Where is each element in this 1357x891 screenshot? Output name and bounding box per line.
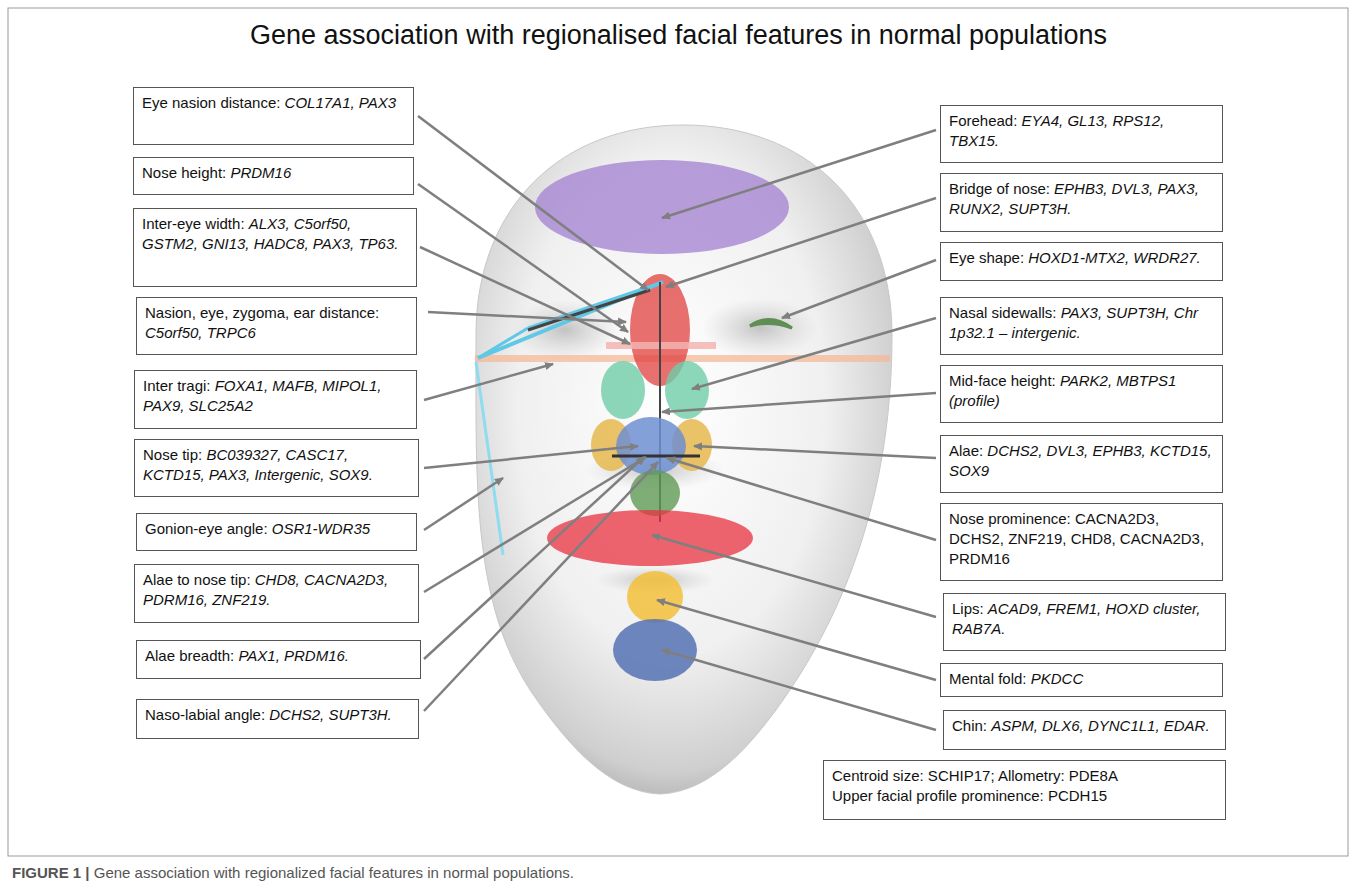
figure-caption: FIGURE 1 | Gene association with regiona… [12, 864, 574, 881]
gene-label: Centroid size: SCHIP17; Allometry: PDE8A [832, 766, 1217, 786]
gene-label: Alae to nose tip: CHD8, CACNA2D3, PDRM16… [143, 570, 410, 610]
gene-label: Inter-eye width: ALX3, C5orf50, GSTM2, G… [142, 214, 408, 254]
gene-label: Inter tragi: FOXA1, MAFB, MIPOL1, PAX9, … [143, 376, 408, 416]
chin-region [613, 619, 697, 681]
gene-label: Alae: DCHS2, DVL3, EPHB3, KCTD15, SOX9 [949, 441, 1214, 481]
label-box: Eye shape: HOXD1-MTX2, WRDR27. [940, 242, 1223, 281]
gene-label: Nasion, eye, zygoma, ear distance: C5orf… [145, 303, 408, 343]
label-box: Chin: ASPM, DLX6, DYNC1L1, EDAR. [943, 710, 1226, 750]
gene-label: Forehead: EYA4, GL13, RPS12, TBX15. [949, 111, 1214, 151]
label-box: Forehead: EYA4, GL13, RPS12, TBX15. [940, 105, 1223, 163]
label-box: Nose tip: BC039327, CASC17, KCTD15, PAX3… [134, 439, 419, 497]
label-box: Alae to nose tip: CHD8, CACNA2D3, PDRM16… [134, 564, 419, 623]
gene-label: Eye nasion distance: COL17A1, PAX3 [142, 93, 405, 113]
face-outline [476, 125, 892, 794]
gene-label: Upper facial profile prominence: PCDH15 [832, 786, 1217, 806]
gene-label: Chin: ASPM, DLX6, DYNC1L1, EDAR. [952, 716, 1217, 736]
label-box: Mid-face height: PARK2, MBTPS1 (profile) [940, 365, 1223, 423]
figure-title: Gene association with regionalised facia… [0, 20, 1357, 51]
figure-frame [8, 8, 1348, 856]
gene-label: Nasal sidewalls: PAX3, SUPT3H, Chr 1p32.… [949, 303, 1214, 343]
label-box: Bridge of nose: EPHB3, DVL3, PAX3, RUNX2… [940, 173, 1223, 232]
label-box: Mental fold: PKDCC [940, 663, 1223, 697]
gene-label: Nose prominence: CACNA2D3, DCHS2, ZNF219… [949, 509, 1214, 568]
nasal-sidewall [601, 361, 645, 419]
forehead-region [535, 160, 789, 254]
label-box: Alae: DCHS2, DVL3, EPHB3, KCTD15, SOX9 [940, 435, 1223, 493]
gene-label: Mid-face height: PARK2, MBTPS1 (profile) [949, 371, 1214, 411]
gene-label: Mental fold: PKDCC [949, 669, 1214, 689]
label-box: Inter-eye width: ALX3, C5orf50, GSTM2, G… [133, 208, 417, 287]
label-box: Nasion, eye, zygoma, ear distance: C5orf… [136, 297, 417, 355]
gene-label: Lips: ACAD9, FREM1, HOXD cluster, RAB7A. [952, 599, 1217, 639]
gene-label: Alae breadth: PAX1, PRDM16. [145, 646, 412, 666]
label-box: Alae breadth: PAX1, PRDM16. [136, 640, 421, 679]
gonion-eye-line [476, 362, 503, 555]
label-box: Eye nasion distance: COL17A1, PAX3 [133, 87, 414, 145]
label-box: Gonion-eye angle: OSR1-WDR35 [136, 513, 417, 551]
label-box: Nasal sidewalls: PAX3, SUPT3H, Chr 1p32.… [940, 297, 1223, 355]
label-box: Lips: ACAD9, FREM1, HOXD cluster, RAB7A. [943, 593, 1226, 651]
label-box: Centroid size: SCHIP17; Allometry: PDE8A… [823, 760, 1226, 820]
gene-label: Gonion-eye angle: OSR1-WDR35 [145, 519, 408, 539]
gene-label: Bridge of nose: EPHB3, DVL3, PAX3, RUNX2… [949, 179, 1214, 219]
philtrum-region [630, 470, 680, 516]
alae-breadth-line [612, 455, 700, 458]
label-box: Nose prominence: CACNA2D3, DCHS2, ZNF219… [940, 503, 1223, 581]
gene-label: Nose height: PRDM16 [142, 163, 405, 183]
gene-label: Eye shape: HOXD1-MTX2, WRDR27. [949, 248, 1214, 268]
mental-fold-region [627, 571, 683, 623]
leader-lines [418, 116, 936, 730]
gene-label: Nose tip: BC039327, CASC17, KCTD15, PAX3… [143, 445, 410, 485]
label-box: Naso-labial angle: DCHS2, SUPT3H. [136, 699, 419, 739]
label-box: Nose height: PRDM16 [133, 157, 414, 195]
eye-shape-mark [750, 319, 792, 328]
gene-label: Naso-labial angle: DCHS2, SUPT3H. [145, 705, 410, 725]
label-box: Inter tragi: FOXA1, MAFB, MIPOL1, PAX9, … [134, 370, 417, 429]
